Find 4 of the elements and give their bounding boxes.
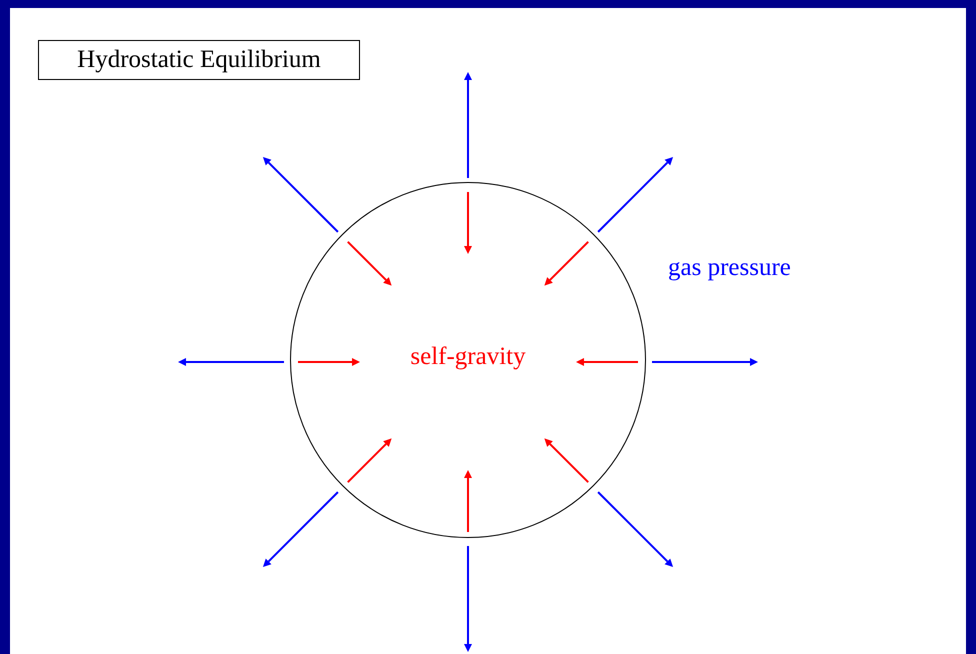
circle bbox=[290, 182, 646, 538]
force-label: self-gravity bbox=[410, 343, 526, 372]
title-box: Hydrostatic Equilibrium bbox=[38, 40, 360, 80]
force-label: gas pressure bbox=[668, 254, 791, 282]
